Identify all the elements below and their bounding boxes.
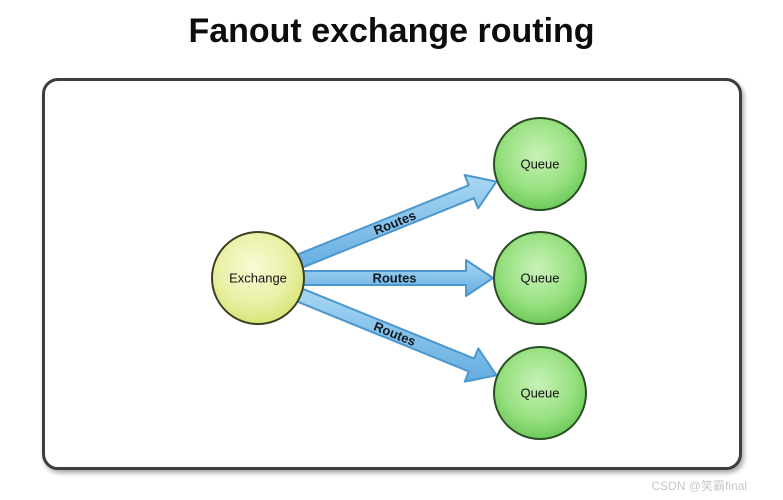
queue-node: Queue <box>493 231 587 325</box>
queue-label: Queue <box>520 157 559 172</box>
routes-arrow <box>289 284 498 383</box>
queue-circle <box>493 231 587 325</box>
exchange-node: Exchange <box>211 231 305 325</box>
routes-arrow <box>295 259 494 297</box>
queue-node: Queue <box>493 117 587 211</box>
queue-label: Queue <box>520 386 559 401</box>
queue-circle <box>493 117 587 211</box>
routes-label: Routes <box>372 319 418 350</box>
exchange-label: Exchange <box>229 271 287 286</box>
queue-node: Queue <box>493 346 587 440</box>
watermark: CSDN @笑霸final <box>651 479 747 493</box>
exchange-circle <box>211 231 305 325</box>
page-title: Fanout exchange routing <box>188 12 595 50</box>
routes-arrow <box>289 174 498 272</box>
routes-label: Routes <box>372 207 418 237</box>
routes-label: Routes <box>372 271 416 286</box>
queue-circle <box>493 346 587 440</box>
queue-label: Queue <box>520 271 559 286</box>
